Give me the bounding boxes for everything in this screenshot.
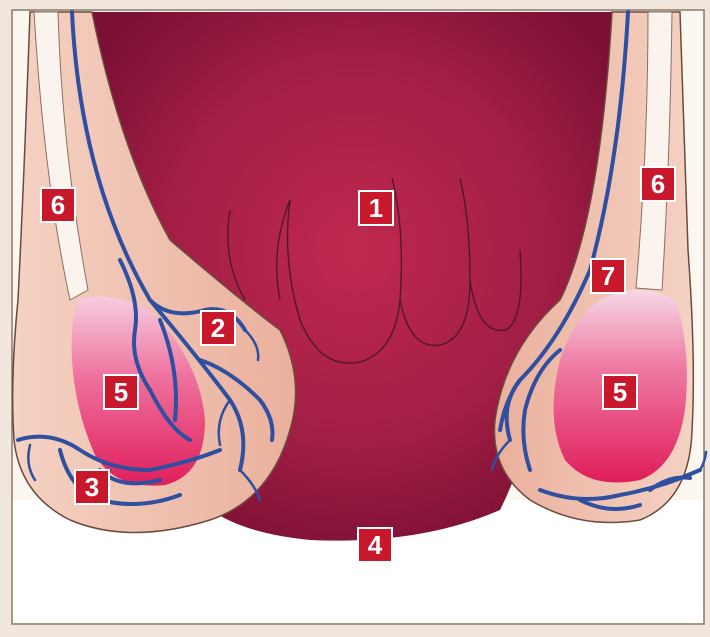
label-6-right: 6	[640, 166, 676, 202]
label-7: 7	[590, 258, 626, 294]
label-2: 2	[200, 310, 236, 346]
label-1: 1	[358, 190, 394, 226]
label-6-left: 6	[40, 187, 76, 223]
label-3: 3	[74, 469, 110, 505]
label-4: 4	[357, 527, 393, 563]
label-5-right: 5	[602, 374, 638, 410]
label-5-left: 5	[103, 374, 139, 410]
